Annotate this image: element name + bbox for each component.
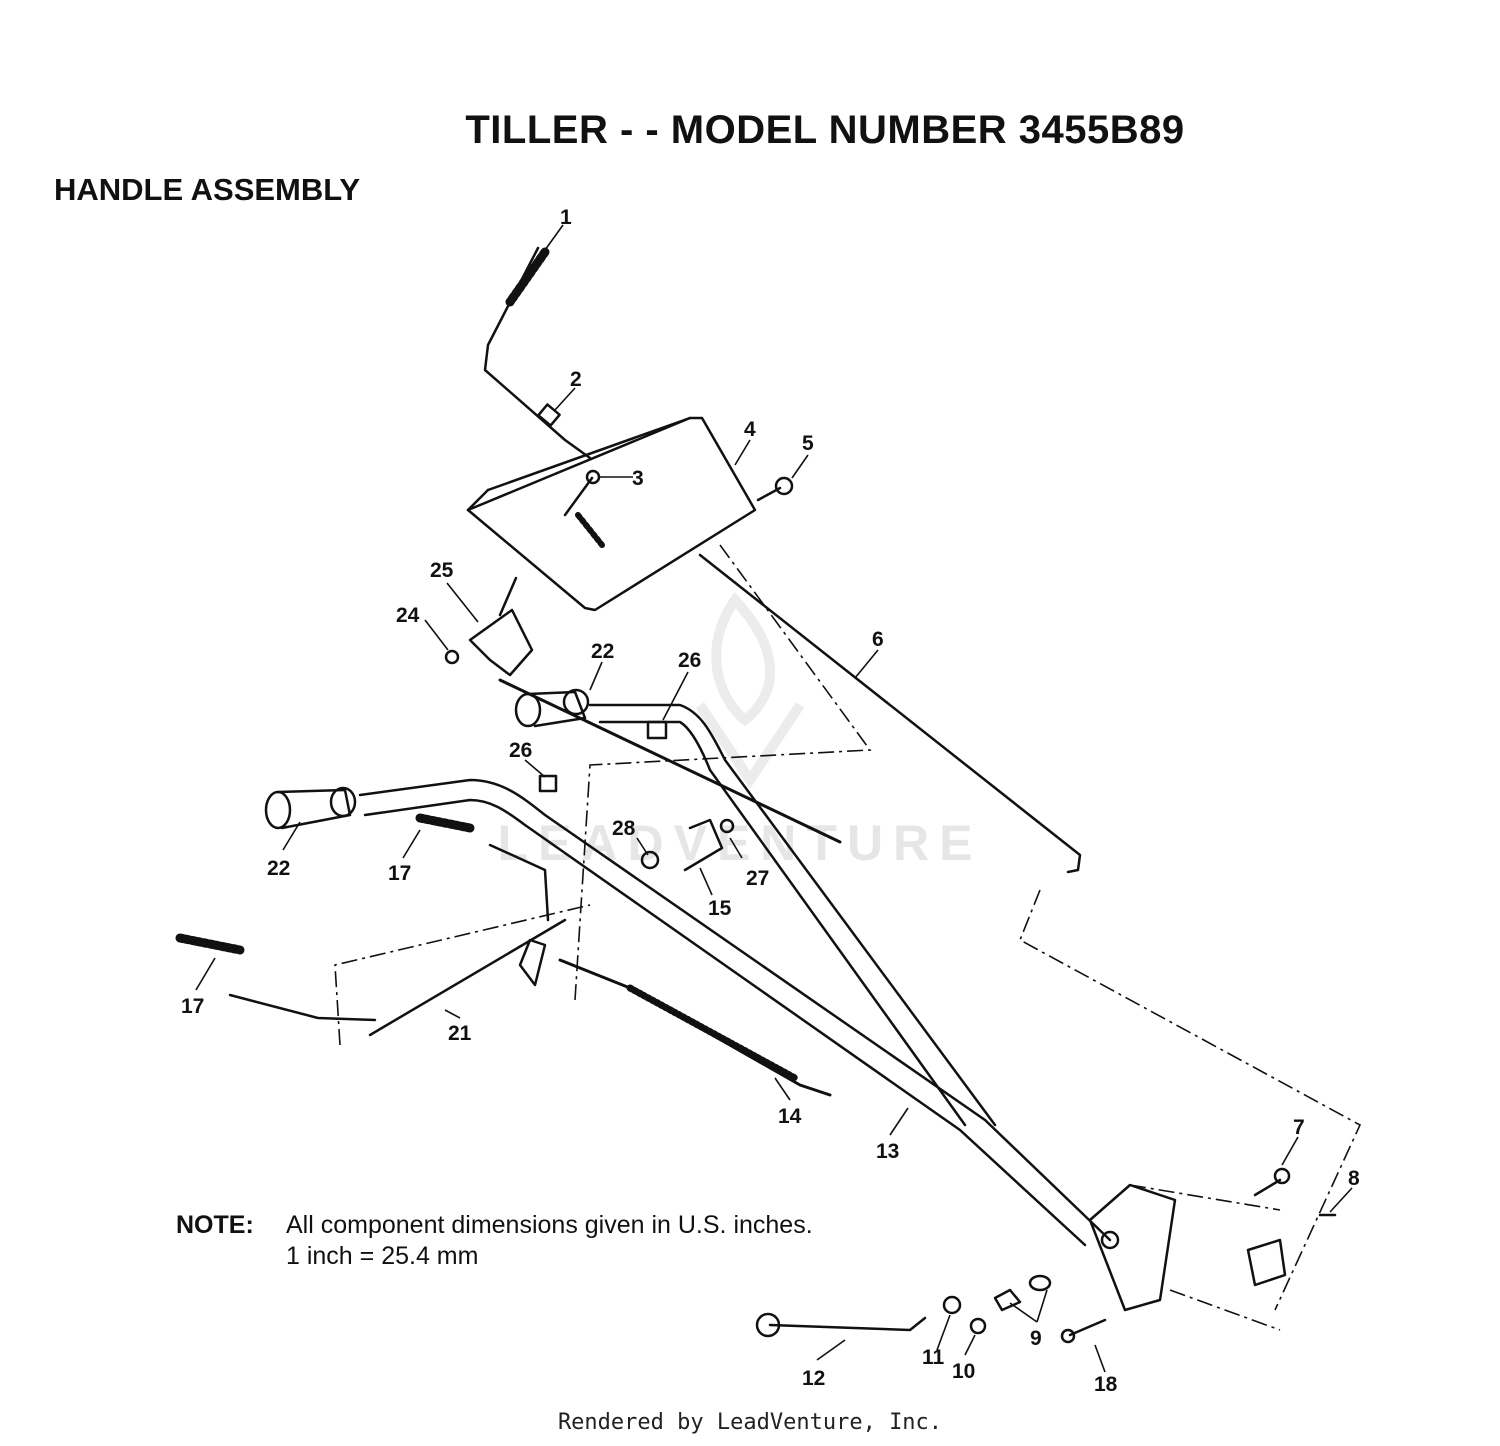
- callout-10: 10: [952, 1360, 975, 1383]
- watermark-text: LEADVENTURE: [497, 815, 982, 871]
- callout-6: 6: [872, 628, 884, 651]
- callout-17-upper: 17: [388, 862, 411, 885]
- upper-cable: [498, 678, 842, 844]
- nut-26-upper: [646, 720, 668, 740]
- washer-27: [719, 818, 735, 834]
- bolt-3: [563, 476, 594, 517]
- note-line2: 1 inch = 25.4 mm: [286, 1242, 479, 1270]
- callout-28: 28: [612, 817, 636, 840]
- grip-lower: [264, 786, 357, 830]
- spring-17-upper: [415, 813, 475, 833]
- bolt-7: [1253, 1178, 1282, 1197]
- callout-8: 8: [1348, 1167, 1360, 1190]
- washer-11: [942, 1295, 962, 1315]
- callout-21: 21: [448, 1022, 472, 1045]
- callout-15: 15: [708, 897, 732, 920]
- callout-17-lower: 17: [181, 995, 204, 1018]
- callout-2: 2: [570, 368, 582, 391]
- callout-5: 5: [802, 432, 814, 455]
- shift-rod: [483, 246, 592, 460]
- callout-3: 3: [632, 467, 644, 490]
- callout-22-lower: 22: [267, 857, 290, 880]
- bracket-25: [468, 608, 534, 677]
- bolt-18: [1068, 1318, 1107, 1337]
- grip-upper: [514, 688, 590, 728]
- page-title: TILLER - - MODEL NUMBER 3455B89: [465, 108, 1185, 152]
- callout-13: 13: [876, 1140, 899, 1163]
- nut-28: [640, 850, 660, 870]
- spring-17-lower: [175, 933, 245, 955]
- long-rod: [698, 553, 1082, 874]
- callout-26-upper: 26: [678, 649, 701, 672]
- note-label: NOTE:: [176, 1211, 254, 1239]
- handle-frame: [358, 778, 1112, 1242]
- callout-1: 1: [560, 206, 572, 229]
- control-rod: [228, 993, 377, 1022]
- base-bracket: [1088, 1183, 1177, 1312]
- footer-credit: Rendered by LeadVenture, Inc.: [557, 1410, 943, 1435]
- watermark-logo: [695, 592, 805, 790]
- callout-24: 24: [396, 604, 420, 627]
- callout-25: 25: [430, 559, 454, 582]
- nut-2: [537, 403, 561, 427]
- nut-26-lower: [538, 774, 558, 793]
- part-9: [993, 1288, 1022, 1312]
- note-line1: All component dimensions given in U.S. i…: [286, 1211, 813, 1239]
- callout-9: 9: [1030, 1327, 1042, 1350]
- callout-27: 27: [746, 867, 769, 890]
- callout-7: 7: [1293, 1116, 1305, 1139]
- spring-3: [575, 512, 605, 548]
- section-title: HANDLE ASSEMBLY: [54, 172, 361, 207]
- callout-11: 11: [922, 1346, 945, 1369]
- lever-12: [768, 1316, 927, 1332]
- bracket-15: [683, 818, 724, 872]
- dimension-note: NOTE: All component dimensions given in U…: [176, 1210, 813, 1272]
- callout-12: 12: [802, 1367, 825, 1390]
- callout-14: 14: [778, 1105, 802, 1128]
- nut-10: [969, 1317, 987, 1335]
- callout-22-upper: 22: [591, 640, 614, 663]
- rod-spring: [505, 247, 550, 307]
- callout-26-lower: 26: [509, 739, 532, 762]
- nut-24: [444, 649, 460, 665]
- callout-18: 18: [1094, 1373, 1118, 1396]
- callout-4: 4: [744, 418, 756, 441]
